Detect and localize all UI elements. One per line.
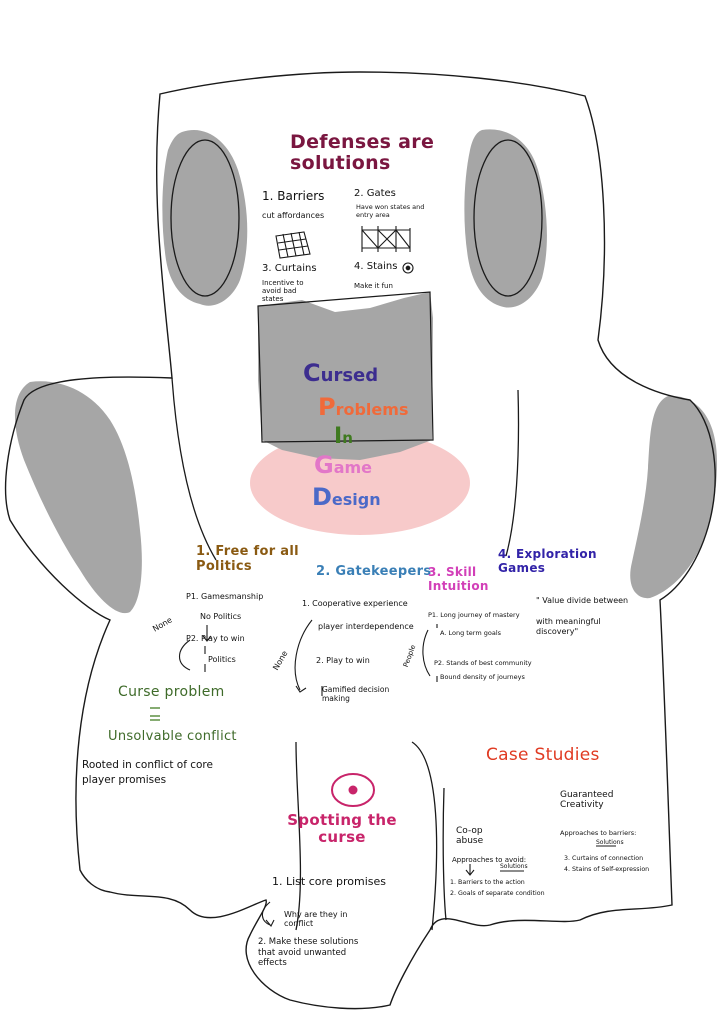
inner-right-curve: [505, 389, 520, 557]
s3-arrows: [422, 624, 438, 682]
title-word-2: roblems: [335, 400, 409, 419]
left-leg-line: [295, 741, 302, 931]
case-2-sub: Approaches to barriers:: [560, 829, 637, 837]
right-arm-shade: [630, 395, 718, 599]
case-1-items: 1. Barriers to the action 2. Goals of se…: [450, 879, 545, 897]
main-title-line-3: In: [334, 424, 353, 449]
s1-p1: P1. Gamesmanship: [186, 592, 264, 601]
right-eye: [473, 139, 543, 297]
case-2-mid: Solutions: [596, 839, 624, 846]
title-word-1: ursed: [320, 365, 379, 386]
defense-item-2-sub: Have won states and entry area: [356, 203, 425, 219]
gate-icon: [361, 226, 411, 252]
case-arrows: [465, 845, 616, 876]
s4-quote: " Value divide between with meaningful d…: [536, 596, 629, 637]
stain-icon: [402, 262, 414, 274]
defense-item-4: 4. Stains: [354, 261, 398, 272]
s2-l2: player interdependence: [318, 622, 414, 631]
s4-title: 4. Exploration Games: [498, 547, 597, 575]
curse-equals-label: =: [150, 702, 151, 703]
spotting-arrow: [261, 901, 275, 927]
case-studies-title: Case Studies: [486, 745, 600, 765]
s3-l2: A. Long term goals: [440, 629, 502, 637]
main-title-line-2: Problems: [318, 393, 409, 422]
left-eye-shade: [162, 129, 248, 306]
s2-l3: 2. Play to win: [316, 656, 370, 665]
curse-problem-sub: Unsolvable conflict: [108, 729, 237, 744]
case-1-sub: Approaches to avoid:: [452, 856, 527, 864]
cap-p: P: [318, 393, 336, 421]
cap-i: I: [334, 424, 343, 449]
left-arm-shade: [14, 381, 142, 614]
defense-item-1: 1. Barriers: [262, 189, 325, 203]
s1-n2: Politics: [208, 655, 236, 664]
cap-d: D: [312, 483, 332, 511]
main-title-line-5: Design: [312, 483, 381, 512]
defense-item-4-sub: Make it fun: [354, 282, 393, 290]
spotting-step-1-sub: Why are they in conflict: [284, 910, 348, 929]
s3-l3: P2. Stands of best community: [434, 659, 532, 667]
s2-arrows: [294, 619, 323, 696]
title-word-5: esign: [331, 490, 381, 509]
case-1: Co-op abuse: [456, 826, 484, 847]
left-eye: [170, 139, 240, 297]
case-2-items: 3. Curtains of connection 4. Stains of S…: [564, 855, 650, 873]
mouth-shape: [258, 292, 433, 460]
inner-left-curve: [171, 377, 217, 561]
spotting-title: Spotting the curse: [287, 811, 397, 847]
curse-equals: [150, 707, 160, 721]
right-leg-line: [411, 741, 438, 931]
defenses-title: Defenses are solutions: [290, 131, 435, 174]
s1-p2: P2. Play to win: [186, 634, 245, 643]
case-divider: [442, 787, 447, 921]
pink-glow: [250, 431, 470, 535]
ghost-outline: [4, 71, 716, 1010]
s2-l1: 1. Cooperative experience: [302, 599, 408, 608]
title-word-4: ame: [333, 458, 373, 477]
s3-l1: P1. Long journey of mastery: [428, 611, 520, 619]
spotting-step-1: 1. List core promises: [272, 875, 387, 888]
case-1-mid: Solutions: [500, 863, 528, 870]
curse-problem-title: Curse problem: [118, 684, 225, 700]
s1-n1: No Politics: [200, 612, 242, 621]
defense-item-1-sub: cut affordances: [262, 211, 325, 220]
main-title-line-1: Cursed: [303, 359, 379, 388]
curse-problem-body: Rooted in conflict of core player promis…: [82, 759, 213, 786]
title-word-3: n: [342, 429, 353, 447]
cap-c: C: [303, 359, 321, 387]
main-title-line-4: Game: [314, 451, 373, 480]
main-title: Cursed Problems In Game Design: [300, 359, 420, 520]
s2-title: 2. Gatekeepers: [316, 564, 432, 579]
eye-icon: [331, 773, 375, 807]
mouth-outline: [257, 291, 434, 443]
defense-item-2: 2. Gates: [354, 188, 396, 199]
defense-item-3: 3. Curtains: [262, 263, 317, 274]
s2-l4: Gamified decision making: [322, 685, 390, 703]
s3-title: 3. Skill Intuition: [428, 565, 489, 593]
s1-title: 1. Free for all Politics: [196, 544, 299, 574]
right-eye-shade: [464, 129, 547, 308]
defense-item-3-sub: Incentive to avoid bad states: [262, 279, 304, 304]
spotting-step-2: 2. Make these solutions that avoid unwan…: [258, 937, 359, 969]
s3-l4: Bound density of journeys: [440, 673, 525, 681]
s1-arrows: [178, 625, 212, 672]
cap-g: G: [314, 451, 334, 479]
case-2: Guaranteed Creativity: [560, 790, 614, 811]
grid-icon: [275, 231, 311, 259]
